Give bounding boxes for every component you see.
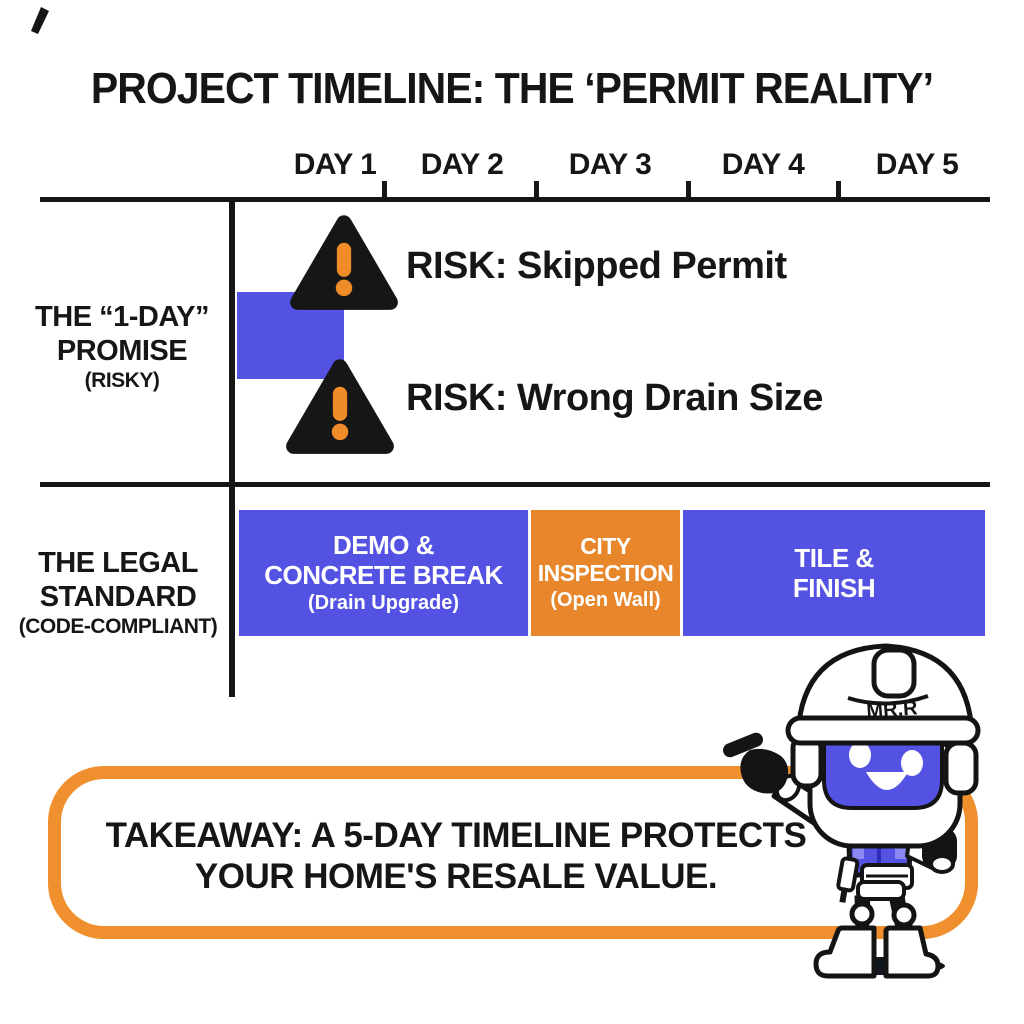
- mascot-smile: [866, 772, 908, 790]
- row-divider-line: [40, 482, 990, 487]
- risk-text-wrong-drain: RISK: Wrong Drain Size: [406, 377, 823, 419]
- warning-triangle-icon: [286, 359, 394, 454]
- row-label-promise: THE “1-DAY” PROMISE (RISKY): [12, 300, 232, 394]
- axis-tick: [534, 181, 539, 198]
- axis-line-top: [40, 197, 990, 202]
- bar-label: DEMO &: [333, 530, 435, 560]
- mascot-tool-belt: [856, 863, 914, 901]
- row-label-legal-line1: THE LEGAL: [38, 547, 198, 579]
- row-label-promise-line2: PROMISE: [56, 335, 188, 367]
- axis-label-day5: DAY 5: [875, 148, 959, 181]
- axis-tick: [836, 181, 841, 198]
- hat-label: MR.R: [866, 697, 919, 723]
- row-label-legal-sub: (CODE-COMPLIANT): [18, 615, 218, 638]
- corner-brush-mark: [31, 7, 49, 34]
- drill-icon: [836, 856, 860, 903]
- warning-triangle-icon: [290, 215, 398, 310]
- mascot-robot: MR.R: [723, 643, 981, 979]
- gantt-bar-city-inspection: CITY INSPECTION (Open Wall): [531, 510, 680, 636]
- axis-tick: [686, 181, 691, 198]
- mascot-boots: [813, 925, 941, 979]
- mascot-eye: [849, 742, 871, 768]
- pointing-hand-icon: [723, 732, 789, 794]
- axis-tick: [382, 181, 387, 198]
- row-label-legal: THE LEGAL STANDARD (CODE-COMPLIANT): [8, 546, 228, 640]
- bar-label: INSPECTION: [537, 560, 674, 586]
- takeaway-box: TAKEAWAY: A 5-DAY TIMELINE PROTECTS YOUR…: [48, 766, 978, 939]
- gantt-bar-demo-concrete: DEMO & CONCRETE BREAK (Drain Upgrade): [239, 510, 528, 636]
- gantt-bar-tile-finish: TILE & FINISH: [683, 510, 985, 636]
- risk-text-skipped-permit: RISK: Skipped Permit: [406, 245, 787, 287]
- bar-sublabel: (Drain Upgrade): [307, 592, 460, 614]
- axis-line-vertical: [229, 197, 235, 697]
- bar-sublabel: (Open Wall): [550, 589, 661, 611]
- axis-label-day3: DAY 3: [568, 148, 652, 181]
- page-title: PROJECT TIMELINE: THE ‘PERMIT REALITY’: [90, 64, 934, 113]
- bar-label: CITY: [580, 533, 631, 559]
- axis-label-day1: DAY 1: [293, 148, 377, 181]
- row-label-legal-line2: STANDARD: [39, 581, 197, 613]
- row-label-promise-line1: THE “1-DAY”: [35, 301, 209, 333]
- takeaway-line2: YOUR HOME'S RESALE VALUE.: [194, 857, 718, 896]
- axis-label-day4: DAY 4: [721, 148, 805, 181]
- mascot-eye: [901, 750, 923, 776]
- bar-label: TILE &: [794, 543, 874, 573]
- row-label-promise-sub: (RISKY): [84, 369, 160, 392]
- bar-label: CONCRETE BREAK: [264, 560, 503, 590]
- takeaway-line1: TAKEAWAY: A 5-DAY TIMELINE PROTECTS: [105, 816, 807, 855]
- mascot-hard-hat: MR.R: [785, 643, 981, 746]
- axis-label-day2: DAY 2: [420, 148, 504, 181]
- bar-label: FINISH: [792, 573, 876, 603]
- takeaway-text: TAKEAWAY: A 5-DAY TIMELINE PROTECTS YOUR…: [61, 815, 851, 897]
